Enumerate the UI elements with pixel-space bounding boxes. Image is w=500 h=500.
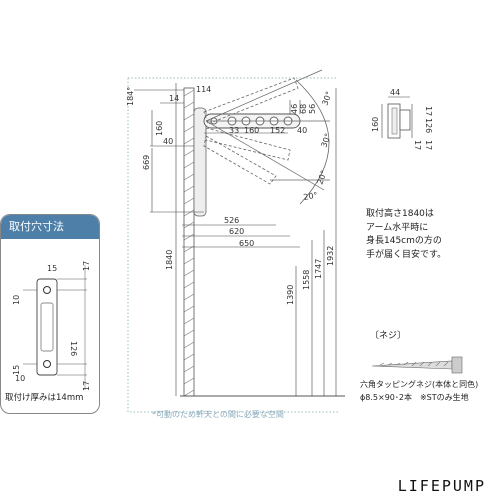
screw-description: 六角タッピングネジ(本体と同色) <box>360 380 479 389</box>
dim-620: 620 <box>229 227 244 236</box>
dim-1390: 1390 <box>286 285 295 305</box>
dim-114: 114 <box>196 85 211 94</box>
arm-lowered <box>203 127 291 185</box>
screw-spec: ϕ8.5×90･2本 ※STのみ生地 <box>360 393 469 402</box>
wall <box>183 87 195 397</box>
wall-bracket <box>193 107 207 217</box>
legend-dim-10-bottom: 10 <box>15 374 25 383</box>
legend-dim-17-bottom: 17 <box>82 381 91 391</box>
dim-56: 56 <box>308 104 317 114</box>
dim-14: 14 <box>169 94 179 103</box>
dim-68: 68 <box>299 104 308 114</box>
dim-152: 152 <box>270 126 285 135</box>
mounting-hole-legend: 取付穴寸法 15 17 10 126 15 10 17 取付け厚みは14mm <box>0 214 100 414</box>
dim-46: 46 <box>290 104 299 114</box>
height-note-line: 取付高さ1840は <box>366 209 434 219</box>
legend-dim-10-top: 10 <box>12 295 21 305</box>
mounting-hole-diagram: 15 17 10 126 15 10 17 <box>12 261 91 391</box>
side-dim-17-left: 17 <box>413 140 422 150</box>
legend-thickness-note: 取付け厚みは14mm <box>5 393 84 403</box>
dim-1840: 1840 <box>165 250 174 270</box>
dimension-lines <box>134 83 337 396</box>
dim-33: 33 <box>229 126 239 135</box>
legend-dim-15-top: 15 <box>47 264 57 273</box>
dim-160-left: 160 <box>155 121 164 136</box>
arm-raised <box>203 77 299 125</box>
dim-669: 669 <box>142 155 151 170</box>
dim-1747: 1747 <box>314 259 323 279</box>
side-dim-126: 126 <box>424 118 433 133</box>
dim-160-mid: 160 <box>244 126 259 135</box>
dim-angle-30-upper: 30° <box>320 90 333 106</box>
height-note: 取付高さ1840は アーム水平時に 身長145cmの方の 手が届く目安です。 <box>366 208 446 262</box>
dim-40-left: 40 <box>163 137 173 146</box>
dim-1558: 1558 <box>302 270 311 290</box>
brand-logo-text: LIFEPUMP <box>0 472 500 500</box>
legend-dim-15-bottom: 15 <box>12 365 21 375</box>
side-dim-44: 44 <box>390 88 400 97</box>
dim-angle-20-a: 20° <box>315 169 328 185</box>
dim-40-mid: 40 <box>297 126 307 135</box>
legend-dim-17-top: 17 <box>82 261 91 271</box>
side-dim-160: 160 <box>371 117 380 132</box>
height-note-line: 手が届く目安です。 <box>366 249 447 260</box>
dim-650: 650 <box>239 239 254 248</box>
height-note-line: 身長145cmの方の <box>366 236 442 246</box>
dim-526: 526 <box>224 216 239 225</box>
angle-lines <box>205 69 330 191</box>
swing-arc <box>295 79 330 205</box>
legend-dim-126: 126 <box>69 341 78 356</box>
screw-illustration <box>371 356 463 374</box>
side-detail: 44 17 126 17 160 17 <box>371 88 433 150</box>
height-note-line: アーム水平時に <box>366 222 429 233</box>
clearance-note: *可動のため軒天との間に必要な空間 <box>152 410 284 419</box>
dim-angle-30-lower: 30° <box>319 132 332 148</box>
screw-title: 〔ネジ〕 <box>370 331 407 341</box>
dim-1932: 1932 <box>326 246 335 266</box>
side-dim-17-bottom: 17 <box>424 140 433 150</box>
dim-angle-20-b: 20° <box>303 191 319 202</box>
side-dim-17-top: 17 <box>424 106 433 116</box>
legend-title: 取付穴寸法 <box>1 215 99 239</box>
dim-angle-top: 184° <box>126 87 135 106</box>
